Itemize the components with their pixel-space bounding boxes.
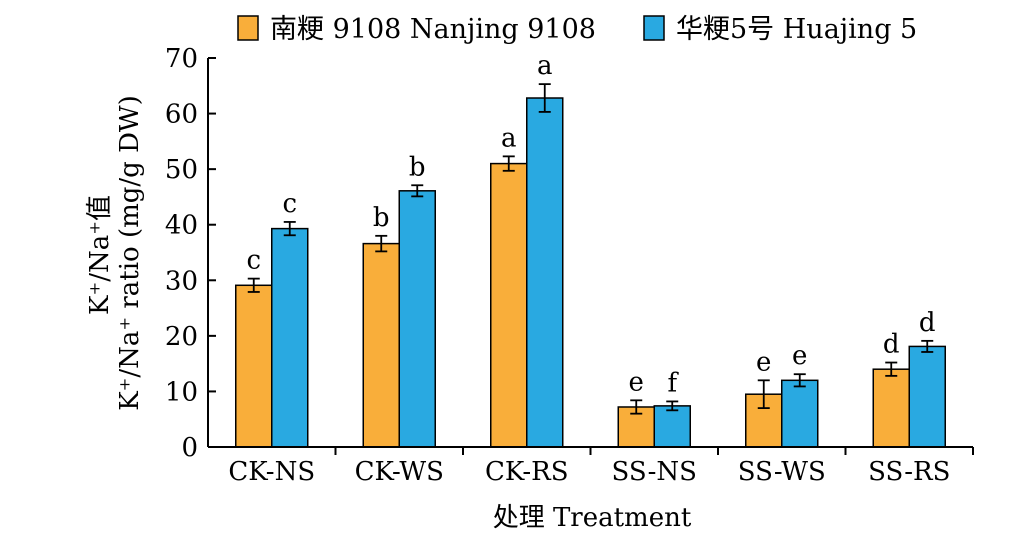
y-tick-label: 70 xyxy=(165,44,198,74)
bar xyxy=(908,345,946,448)
y-axis-title-chinese: K⁺/Na⁺值 xyxy=(85,195,115,315)
y-tick-label: 40 xyxy=(165,211,198,241)
y-axis: 0 10 20 30 40 50 60 70 xyxy=(165,44,216,463)
x-tick-label: CK-WS xyxy=(355,457,444,487)
y-tick-label: 0 xyxy=(181,433,198,463)
x-axis-title: 处理 Treatment xyxy=(493,503,692,533)
significance-label: b xyxy=(409,152,426,182)
y-axis-title-english: K⁺/Na⁺ ratio (mg/g DW) xyxy=(115,95,145,411)
significance-label: c xyxy=(246,246,261,276)
legend: 南粳 9108 Nanjing 9108 华粳5号 Huajing 5 xyxy=(237,14,917,45)
x-tick-label: CK-NS xyxy=(228,457,315,487)
significance-label: e xyxy=(756,347,771,377)
x-tick-label: SS-RS xyxy=(868,457,950,487)
y-tick-label: 20 xyxy=(165,322,198,352)
significance-label: d xyxy=(883,330,900,360)
y-tick-label: 30 xyxy=(165,266,198,296)
significance-label: f xyxy=(667,368,679,398)
bar xyxy=(362,242,400,448)
bar xyxy=(235,284,273,448)
x-axis: CK-NS CK-WS CK-RS SS-NS SS-WS SS-RS xyxy=(208,446,974,487)
significance-label: c xyxy=(282,189,297,219)
legend-label: 华粳5号 Huajing 5 xyxy=(676,14,917,45)
significance-label: a xyxy=(537,51,553,81)
significance-label: e xyxy=(629,367,644,397)
x-tick-label: SS-WS xyxy=(738,457,826,487)
legend-swatch xyxy=(237,15,259,41)
bar xyxy=(271,227,309,448)
bar xyxy=(526,97,564,448)
x-tick-label: CK-RS xyxy=(485,457,569,487)
bar xyxy=(653,405,691,448)
legend-label: 南粳 9108 Nanjing 9108 xyxy=(270,14,596,45)
legend-swatch xyxy=(643,15,665,41)
y-tick-label: 10 xyxy=(165,377,198,407)
x-tick-label: SS-NS xyxy=(612,457,697,487)
y-tick-label: 60 xyxy=(165,100,198,130)
bar xyxy=(398,190,436,448)
bar xyxy=(781,379,819,448)
significance-label: d xyxy=(919,308,936,338)
bar xyxy=(490,162,528,448)
bar xyxy=(872,368,910,448)
significance-label: b xyxy=(373,203,390,233)
significance-label: e xyxy=(792,341,807,371)
y-tick-label: 50 xyxy=(165,155,198,185)
significance-label: a xyxy=(501,123,517,153)
